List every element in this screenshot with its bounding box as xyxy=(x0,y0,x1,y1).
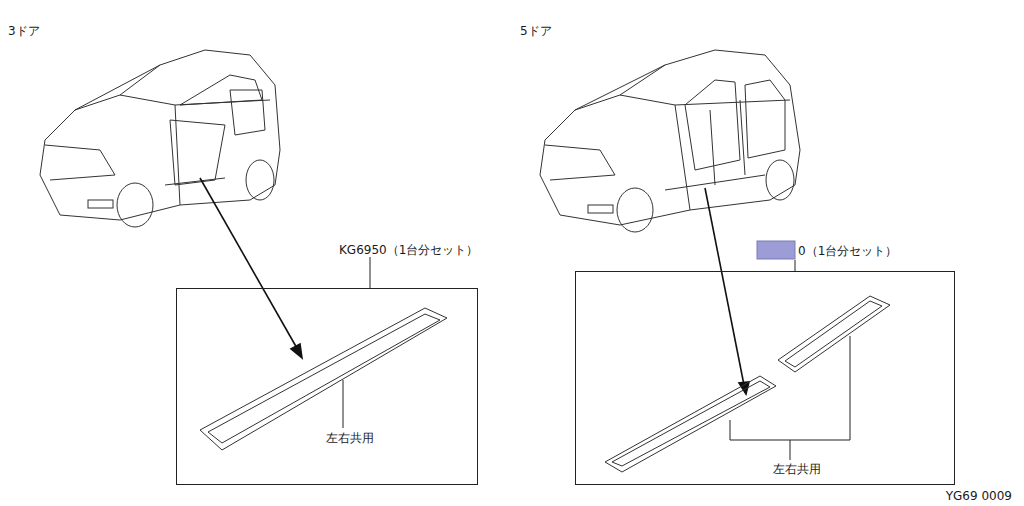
part-number-label: KG6950（1台分セット） xyxy=(338,243,479,257)
three-door-car xyxy=(40,50,280,227)
pointer-arrows xyxy=(200,178,749,394)
masked-part-number xyxy=(757,241,795,259)
note-label: 左右共用 xyxy=(325,431,375,445)
five-door-car xyxy=(540,50,800,232)
variant-label: 5ドア xyxy=(520,24,552,38)
parts-box: 0（1台分セット）左右共用 xyxy=(575,271,955,485)
variant-label: 3ドア xyxy=(8,24,40,38)
note-label: 左右共用 xyxy=(772,462,822,476)
parts-box: KG6950（1台分セット）左右共用 xyxy=(176,288,478,485)
figure-code: YG69 0009 xyxy=(946,489,1012,503)
scuff-plates xyxy=(200,296,890,472)
part-number-label: 0（1台分セット） xyxy=(797,244,898,258)
